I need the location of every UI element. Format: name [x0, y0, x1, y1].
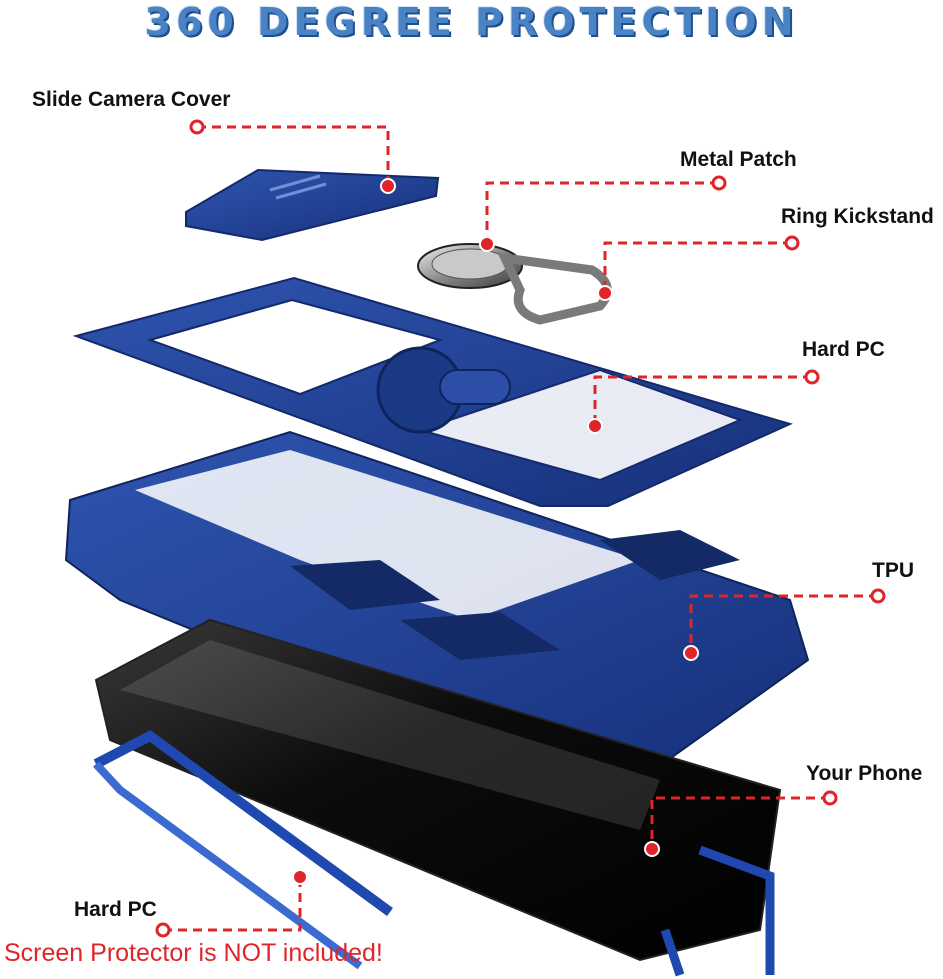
- label-slide-camera-cover: Slide Camera Cover: [32, 88, 231, 111]
- page-title: 360 DEGREE PROTECTION: [144, 0, 799, 44]
- tpu-case-part: [64, 430, 810, 781]
- hard-pc-frame-part: [72, 276, 793, 507]
- label-ring-kickstand: Ring Kickstand: [781, 205, 934, 228]
- slide-camera-cover-part: [185, 168, 440, 242]
- hard-pc-front-frame-part: [93, 730, 775, 977]
- label-hard-pc-top: Hard PC: [802, 338, 885, 361]
- label-tpu: TPU: [872, 559, 914, 582]
- callout-end-dots: [155, 119, 886, 938]
- label-your-phone: Your Phone: [806, 762, 923, 785]
- callout-anchor-dots: [292, 178, 699, 885]
- ring-kickstand-part: [417, 243, 612, 325]
- screen-protector-note: Screen Protector is NOT included!: [4, 939, 383, 967]
- label-hard-pc-bottom: Hard PC: [74, 898, 157, 921]
- phone-part: [94, 618, 782, 962]
- label-metal-patch: Metal Patch: [680, 148, 797, 171]
- callout-lines: [163, 125, 878, 932]
